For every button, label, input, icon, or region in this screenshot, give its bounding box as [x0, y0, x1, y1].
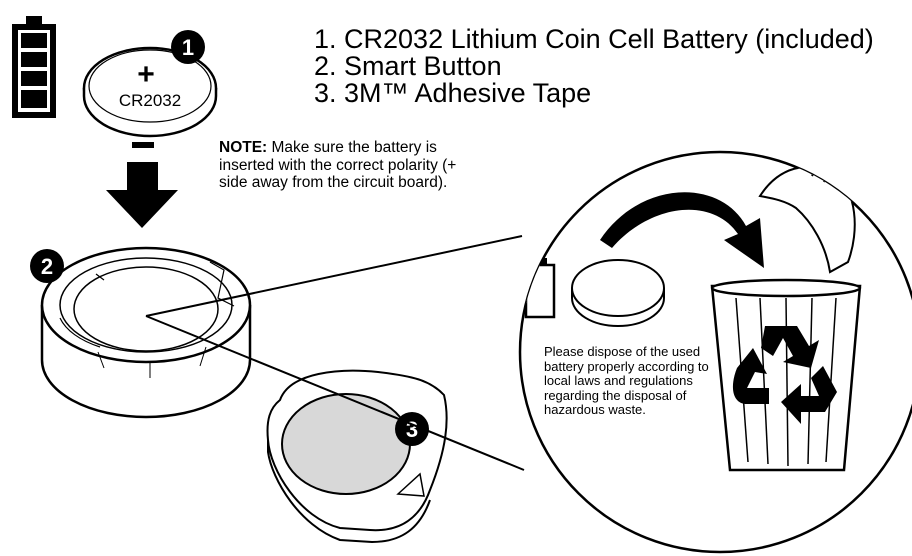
- polarity-note: NOTE: Make sure the battery is inserted …: [219, 139, 489, 192]
- trash-can-icon: [710, 278, 862, 472]
- battery-level-icon: [12, 16, 56, 118]
- smart-button: [40, 246, 252, 419]
- callout-1-number: 1: [182, 35, 194, 60]
- parts-list: 1. CR2032 Lithium Coin Cell Battery (inc…: [314, 26, 874, 107]
- used-coin-cell: [571, 259, 665, 327]
- parts-list-item-1: 1. CR2032 Lithium Coin Cell Battery (inc…: [314, 24, 874, 54]
- note-label: NOTE:: [219, 139, 268, 156]
- disposal-instructions: Please dispose of the used battery prope…: [544, 344, 709, 418]
- callout-1: 1: [171, 30, 205, 64]
- coin-cell-battery: + CR2032: [82, 46, 218, 138]
- curved-arrow-icon: [600, 192, 764, 268]
- callout-2-number: 2: [41, 254, 53, 279]
- plus-sign: +: [137, 58, 155, 91]
- zoom-pointer: [145, 235, 525, 471]
- adhesive-tape-mount: [266, 369, 448, 544]
- recycle-icon: [732, 326, 837, 424]
- parts-list-item-2: 2. Smart Button: [314, 51, 502, 81]
- battery-model-label: CR2032: [119, 91, 181, 110]
- callout-3-number: 3: [406, 417, 418, 442]
- disposal-bubble: [518, 150, 912, 554]
- minus-sign: [132, 142, 154, 148]
- note-text: Make sure the battery is inserted with t…: [219, 139, 457, 191]
- down-arrow-icon: [106, 162, 178, 228]
- parts-list-item-3: 3. 3M™ Adhesive Tape: [314, 78, 592, 108]
- callout-2: 2: [30, 249, 64, 283]
